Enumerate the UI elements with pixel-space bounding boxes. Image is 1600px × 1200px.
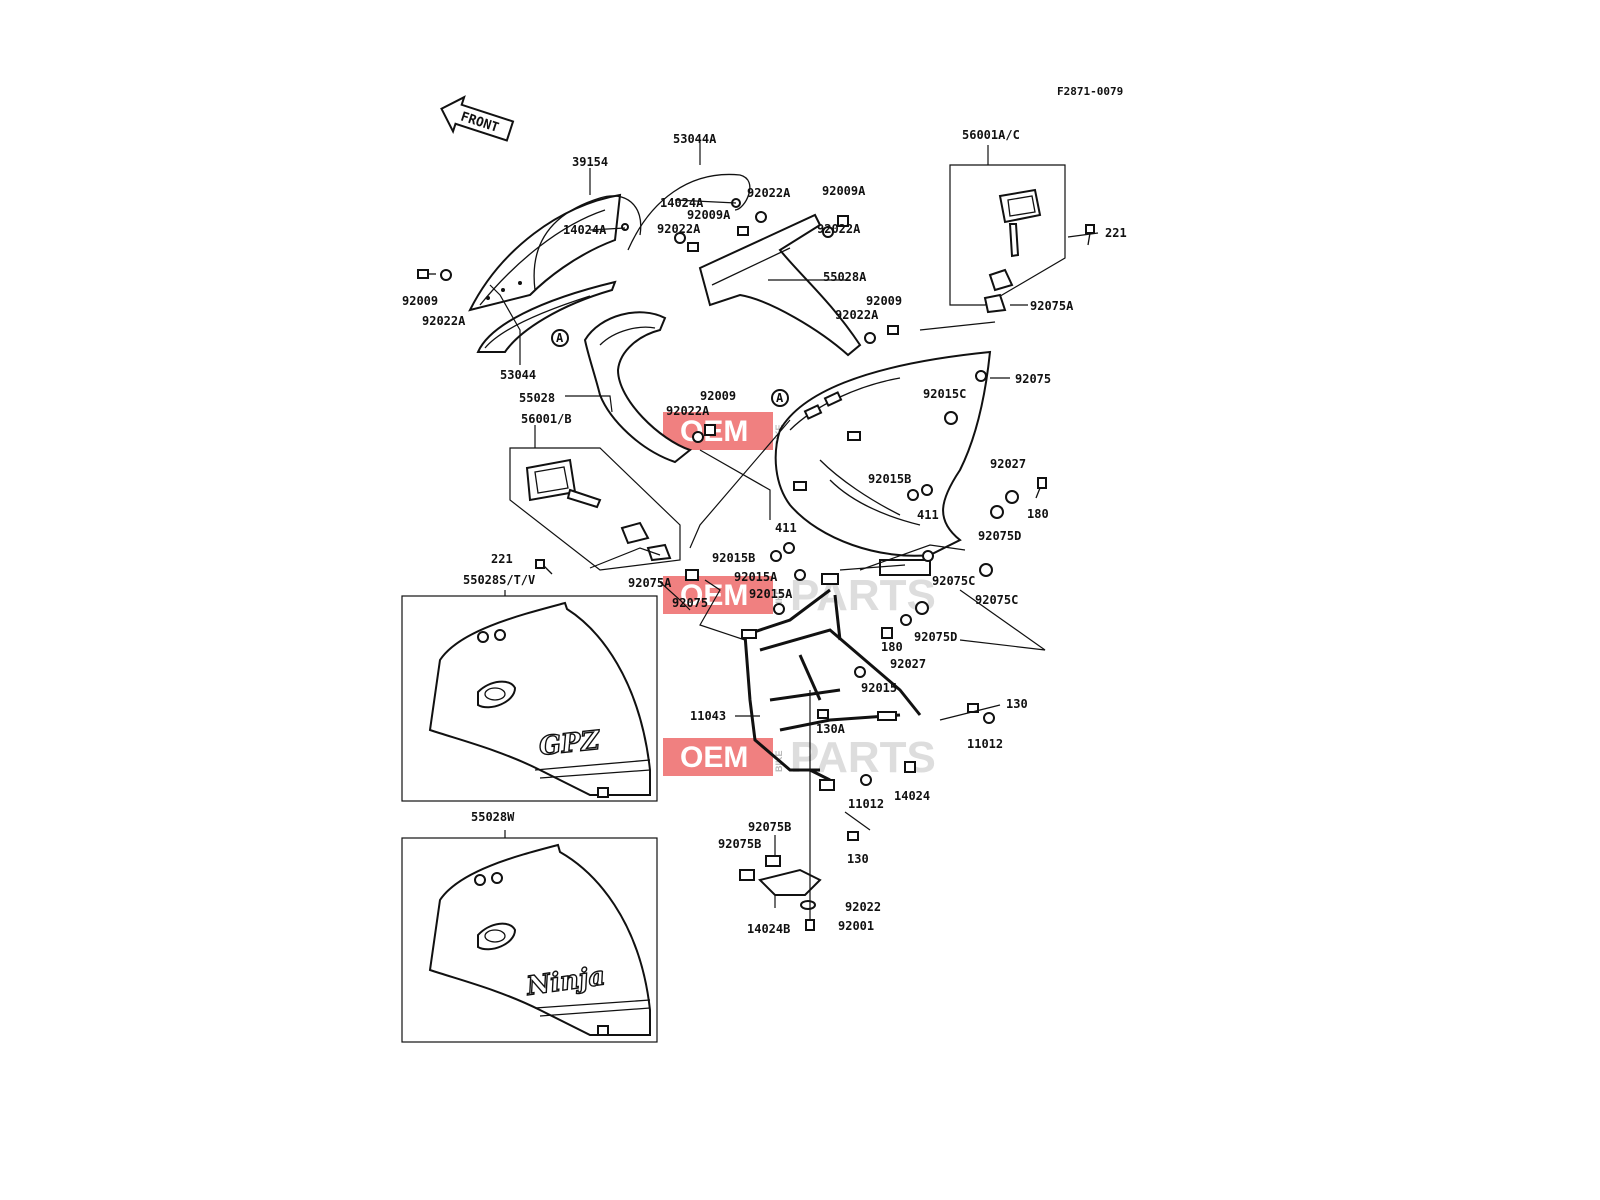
callout-411: 411 xyxy=(917,508,939,522)
callout-130: 130 xyxy=(847,852,869,866)
callouts: 53044A 39154 14024A 92022A 92009A 92022A… xyxy=(402,128,1127,936)
callout-130A: 130A xyxy=(816,722,846,736)
mirror-box-left xyxy=(509,447,681,571)
callout-92009: 92009 xyxy=(402,294,438,308)
callout-92015: 92015 xyxy=(861,681,897,695)
callout-92075A: 92075A xyxy=(628,576,672,590)
inner-panel-55028A xyxy=(698,213,862,357)
callout-130: 130 xyxy=(1006,697,1028,711)
mirror-box-right xyxy=(949,164,1066,314)
side-cowl-panel-gpz: GPZ xyxy=(401,595,658,802)
inner-panel-55028 xyxy=(583,311,693,464)
callout-92015C: 92015C xyxy=(923,387,966,401)
callout-92027: 92027 xyxy=(990,457,1026,471)
callout-55028W: 55028W xyxy=(471,810,515,824)
callout-A: A xyxy=(556,331,564,345)
callout-92009: 92009 xyxy=(700,389,736,403)
callout-221: 221 xyxy=(491,552,513,566)
callout-55028: 55028 xyxy=(519,391,555,405)
callout-92075C: 92075C xyxy=(975,593,1018,607)
leader-lines xyxy=(489,140,1099,920)
callout-221: 221 xyxy=(1105,226,1127,240)
upper-cowl xyxy=(774,350,992,576)
callout-14024A: 14024A xyxy=(660,196,704,210)
callout-92022A: 92022A xyxy=(835,308,879,322)
callout-92075B: 92075B xyxy=(748,820,791,834)
bracket-14024B xyxy=(739,855,822,910)
callout-92015B: 92015B xyxy=(868,472,911,486)
watermark-oem-3: OEM xyxy=(680,741,748,774)
callout-92009: 92009 xyxy=(866,294,902,308)
front-arrow: FRONT xyxy=(440,95,515,142)
callout-39154: 39154 xyxy=(572,155,608,169)
drawing-id: F2871-0079 xyxy=(1057,85,1123,98)
callout-A: A xyxy=(776,391,784,405)
windshield-trim xyxy=(533,173,751,291)
watermark-3: OEM BIKE PARTS xyxy=(663,733,936,782)
callout-92022A: 92022A xyxy=(747,186,791,200)
callout-11012: 11012 xyxy=(967,737,1003,751)
lower-trim-53044 xyxy=(476,280,617,353)
callout-180: 180 xyxy=(881,640,903,654)
callout-11012: 11012 xyxy=(848,797,884,811)
callout-92022A: 92022A xyxy=(666,404,710,418)
callout-92022A: 92022A xyxy=(817,222,861,236)
gpz-logo-text: GPZ xyxy=(538,726,603,762)
callout-53044: 53044 xyxy=(500,368,536,382)
callout-92022A: 92022A xyxy=(422,314,466,328)
callout-55028A: 55028A xyxy=(823,270,867,284)
callout-92001: 92001 xyxy=(838,919,874,933)
callout-180: 180 xyxy=(1027,507,1049,521)
watermark-bike-2: BIKE xyxy=(774,588,784,610)
callout-56001AC: 56001A/C xyxy=(962,128,1020,142)
callout-92022A: 92022A xyxy=(657,222,701,236)
callout-14024A: 14024A xyxy=(563,223,607,237)
side-cowl-panel-ninja: Ninja xyxy=(401,837,658,1043)
watermark-oem-2: OEM xyxy=(680,579,748,612)
callout-92015A: 92015A xyxy=(734,570,778,584)
callout-92075D: 92075D xyxy=(978,529,1021,543)
callout-92027: 92027 xyxy=(890,657,926,671)
callout-56001B: 56001/B xyxy=(521,412,572,426)
callout-11043: 11043 xyxy=(690,709,726,723)
watermark-2: OEM BIKE PARTS xyxy=(663,571,936,620)
callout-92022: 92022 xyxy=(845,900,881,914)
watermark-parts-2: PARTS xyxy=(790,571,936,620)
callout-92075A: 92075A xyxy=(1030,299,1074,313)
callout-411: 411 xyxy=(775,521,797,535)
watermark-parts-3: PARTS xyxy=(790,733,936,782)
callout-92075B: 92075B xyxy=(718,837,761,851)
callout-92009A: 92009A xyxy=(822,184,866,198)
callout-92009A: 92009A xyxy=(687,208,731,222)
callout-92015B: 92015B xyxy=(712,551,755,565)
hardware xyxy=(417,198,1095,931)
callout-14024: 14024 xyxy=(894,789,930,803)
callout-53044A: 53044A xyxy=(673,132,717,146)
cowl-stay-frame xyxy=(741,573,922,791)
callout-55028STV: 55028S/T/V xyxy=(463,573,535,587)
callout-92015A: 92015A xyxy=(749,587,793,601)
callout-92075: 92075 xyxy=(672,596,708,610)
callout-92075C: 92075C xyxy=(932,574,975,588)
callout-14024B: 14024B xyxy=(747,922,790,936)
callout-92075D: 92075D xyxy=(914,630,957,644)
callout-92075: 92075 xyxy=(1015,372,1051,386)
